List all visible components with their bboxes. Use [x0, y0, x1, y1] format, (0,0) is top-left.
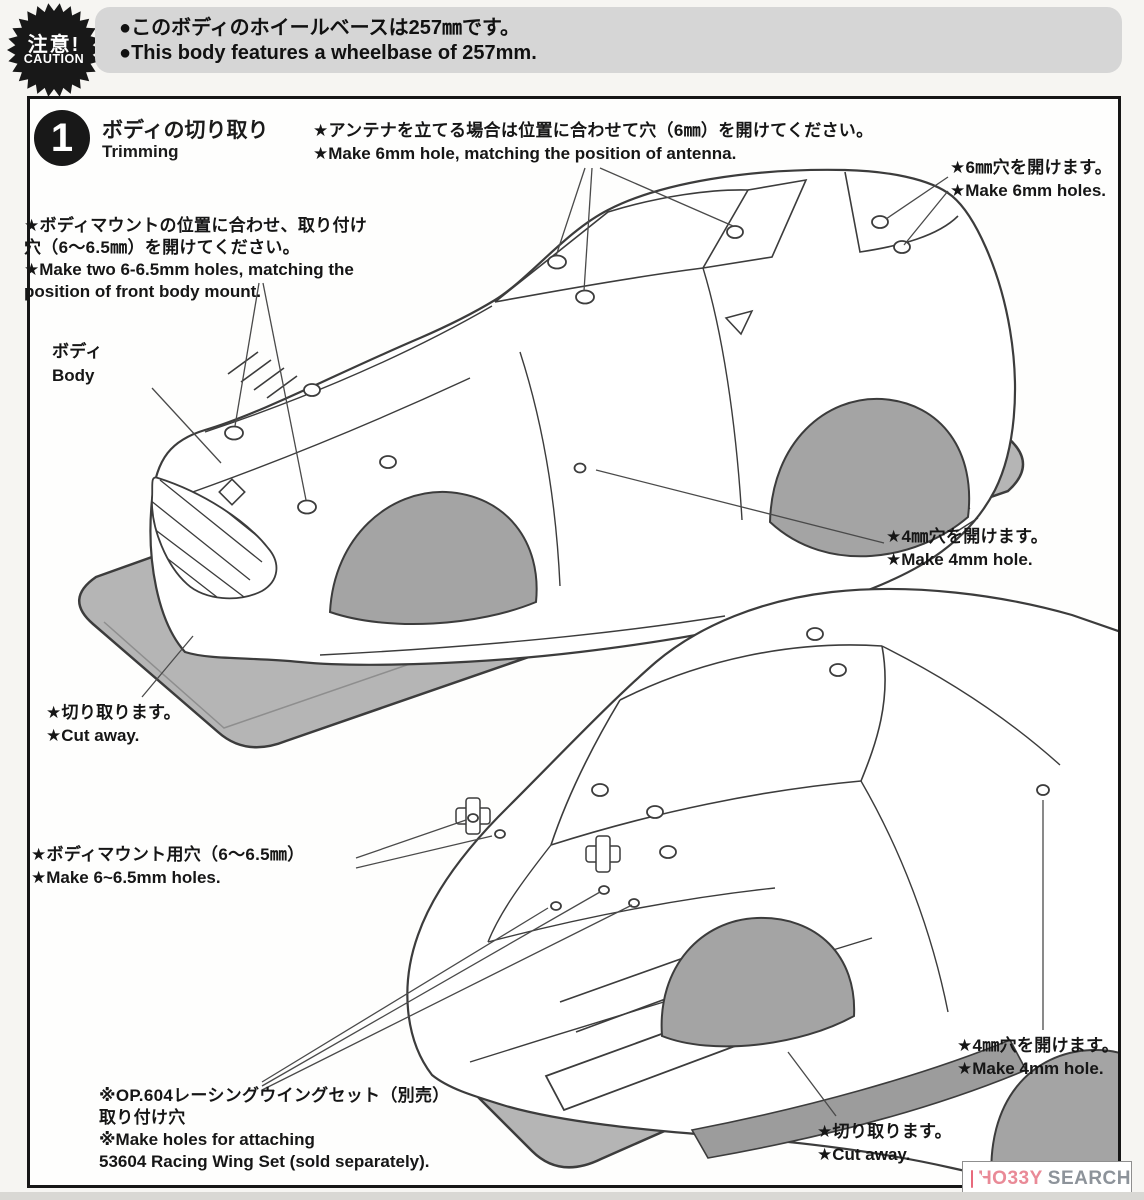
watermark-brand-gray: SEARCH [1047, 1168, 1131, 1189]
holes-6mm-note: ★6㎜穴を開けます。 ★Make 6mm holes. [950, 158, 1112, 200]
front-mount-note: ★ボディマウントの位置に合わせ、取り付け 穴（6〜6.5㎜）を開けてください。 … [24, 216, 368, 301]
caution-line-en: ●This body features a wheelbase of 257mm… [119, 42, 537, 64]
step-title-en: Trimming [102, 142, 179, 161]
mount-holes-note: ★ボディマウント用穴（6〜6.5㎜） ★Make 6~6.5mm holes. [31, 845, 305, 887]
hole-4mm-bottom-note: ★4㎜穴を開けます。 ★Make 4mm hole. [957, 1036, 1119, 1078]
body-label: ボディ Body [52, 342, 103, 385]
wing-set-note: ※OP.604レーシングウイングセット（別売） 取り付け穴 ※Make hole… [99, 1086, 450, 1171]
caution-badge-en: CAUTION [23, 52, 85, 66]
flame-icon [971, 1170, 984, 1188]
hole-4mm-top-note: ★4㎜穴を開けます。 ★Make 4mm hole. [886, 527, 1048, 569]
watermark-brand-pink: HO33Y [977, 1168, 1043, 1189]
step-number: 1 [34, 110, 90, 166]
caution-starburst-icon [7, 3, 101, 97]
page-edge-strip [0, 1192, 1144, 1200]
cut-away-bottom-note: ★切り取ります。 ★Cut away. [817, 1122, 952, 1164]
caution-badge-jp: 注意! [27, 34, 81, 56]
caution-note: ●このボディのホイールベースは257㎜です。 ●This body featur… [95, 7, 1122, 73]
caution-badge: 注意! CAUTION [6, 2, 102, 98]
antenna-note: ★アンテナを立てる場合は位置に合わせて穴（6㎜）を開けてください。 ★Make … [313, 121, 874, 163]
step-title-jp: ボディの切り取り [102, 119, 269, 142]
caution-line-jp: ●このボディのホイールベースは257㎜です。 [119, 17, 521, 39]
cut-away-top-note: ★切り取ります。 ★Cut away. [46, 703, 181, 745]
